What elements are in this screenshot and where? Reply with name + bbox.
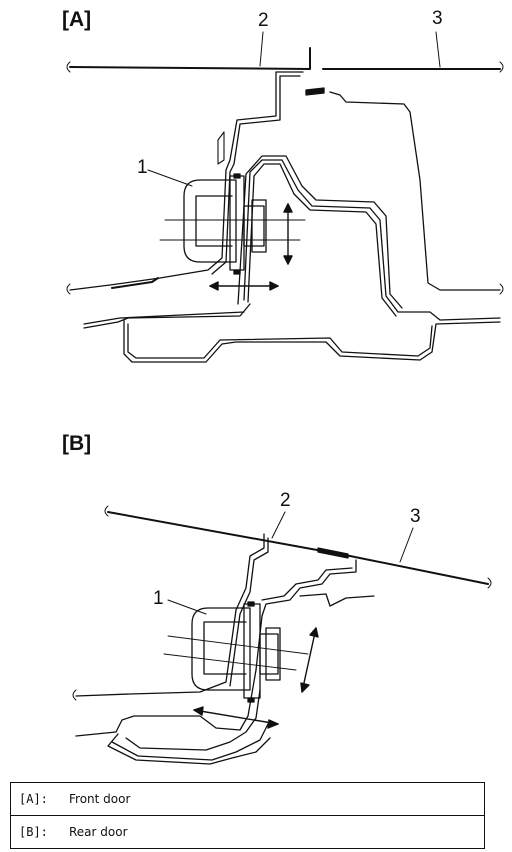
front-door-outer-panel xyxy=(69,47,311,70)
figure-b-label: [B] xyxy=(62,432,92,455)
callout-1: 1 xyxy=(153,588,164,609)
callout-1: 1 xyxy=(137,157,148,178)
lower-sill xyxy=(83,303,251,329)
hinge-bracket-front-door xyxy=(159,173,306,275)
figure-front-door: [A] 1 2 3 xyxy=(0,0,512,380)
adjust-arrows-front-door xyxy=(209,203,293,291)
callout-2: 2 xyxy=(258,10,269,31)
legend-row-front-door: [A]: Front door xyxy=(11,783,484,815)
figure-rear-door: [B] 1 2 3 xyxy=(0,420,512,770)
legend-key: [A]: xyxy=(19,792,48,806)
figure-a-label: [A] xyxy=(62,8,92,31)
rear-door-inner-frame xyxy=(255,559,357,671)
front-door-outer-panel xyxy=(107,511,351,557)
front-door-drawing xyxy=(66,31,504,363)
rear-door-outer-panel xyxy=(349,555,489,585)
rear-door-inner-frame xyxy=(305,89,501,291)
legend-table: [A]: Front door [B]: Rear door xyxy=(10,782,485,849)
front-door-inner-frame xyxy=(69,71,304,291)
legend-value: Rear door xyxy=(69,825,128,839)
hinge-bracket-rear-door xyxy=(163,601,309,703)
legend-key: [B]: xyxy=(19,825,48,839)
front-door-inner-frame xyxy=(75,533,265,697)
callout-3: 3 xyxy=(432,8,443,29)
legend-row-rear-door: [B]: Rear door xyxy=(11,815,484,848)
callout-2: 2 xyxy=(280,490,291,511)
callout-3: 3 xyxy=(410,506,421,527)
body-pillar xyxy=(243,159,501,321)
legend-value: Front door xyxy=(69,792,131,806)
lower-sill xyxy=(75,669,257,737)
rear-door-drawing xyxy=(72,505,492,765)
adjust-arrows-rear-door xyxy=(193,627,319,729)
